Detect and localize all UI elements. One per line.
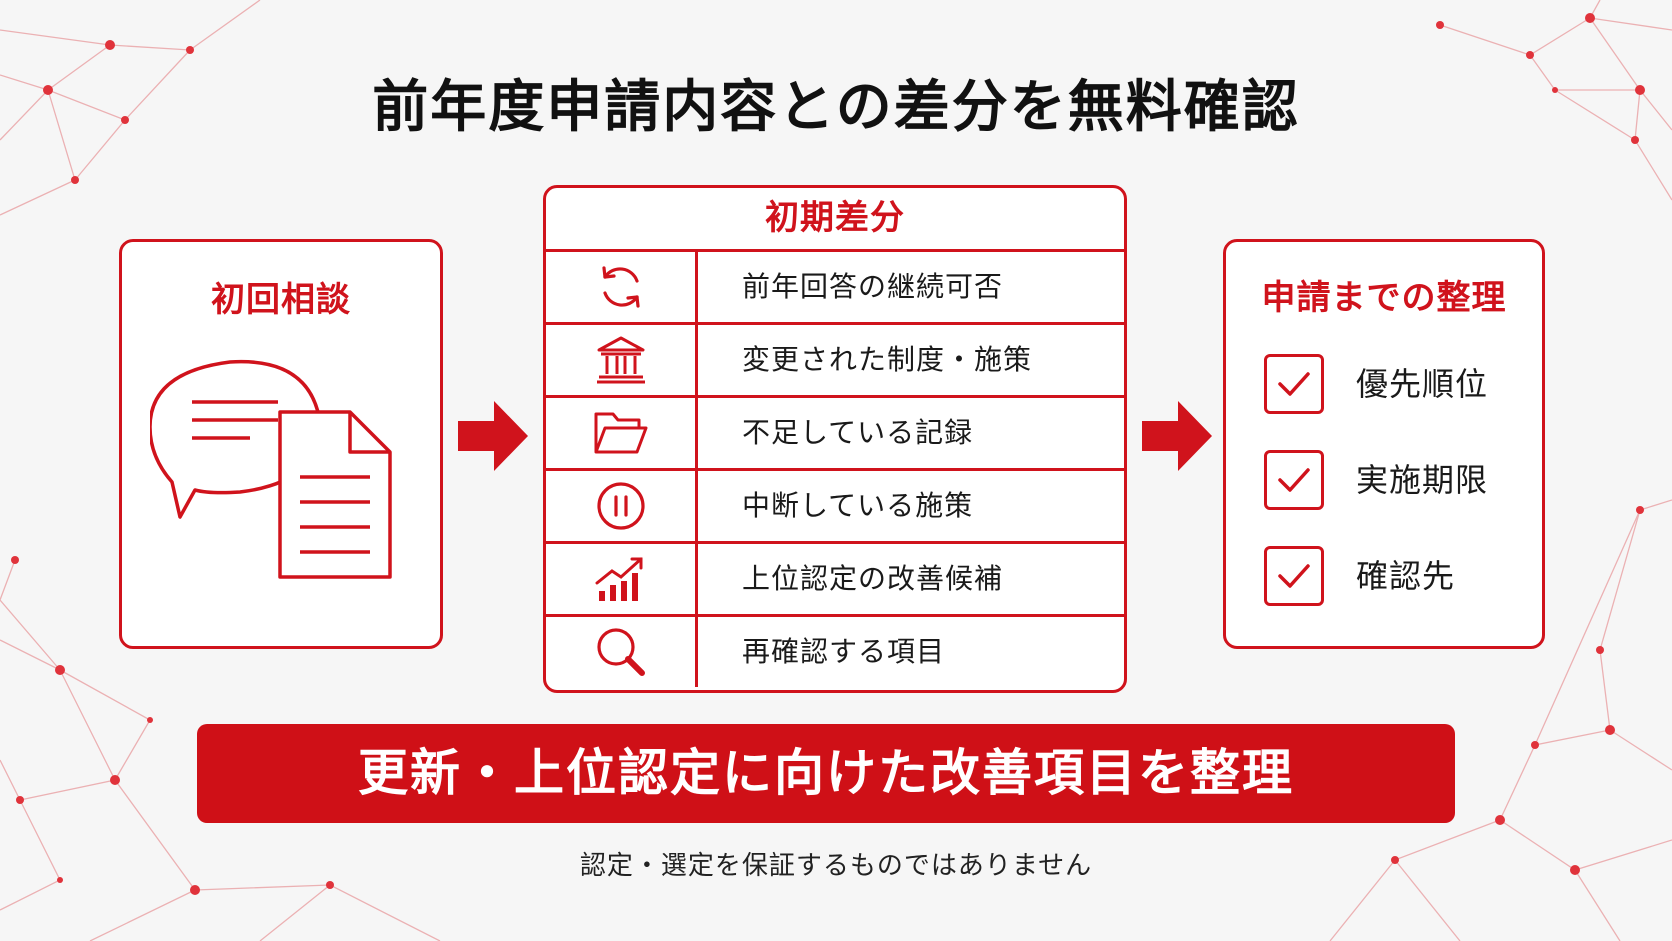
folder-icon [594,412,647,454]
list-item: 上位認定の改善候補 [546,541,1124,614]
page-title: 前年度申請内容との差分を無料確認 [372,75,1300,140]
checkbox-icon [1264,450,1324,510]
checklist-item: 優先順位 [1264,354,1524,420]
disclaimer-text: 認定・選定を保証するものではありません [579,851,1093,881]
checkmark-icon [1278,468,1310,492]
diff-item-label: 上位認定の改善候補 [742,562,1004,595]
checklist-item-label: 優先順位 [1356,365,1489,403]
growth-chart-icon [595,557,642,601]
list-item: 中断している施策 [546,468,1124,541]
document-icon [278,410,392,579]
summary-banner: 更新・上位認定に向けた改善項目を整理 [197,724,1455,823]
checkbox-icon [1264,354,1324,414]
search-icon [596,628,645,676]
initial-consultation-panel: 初回相談 [119,239,443,649]
checklist-item: 実施期限 [1264,450,1524,516]
arrow-right-icon [1142,401,1212,471]
arrow-right-icon [458,401,528,471]
checklist-item-label: 確認先 [1356,557,1456,595]
list-item: 不足している記録 [546,395,1124,468]
pre-application-organization-panel: 申請までの整理 優先順位 実施期限 確認先 [1223,239,1545,649]
checkbox-icon [1264,546,1324,606]
building-icon [596,336,645,384]
diff-item-label: 前年回答の継続可否 [742,270,1004,303]
initial-consultation-title: 初回相談 [211,280,351,320]
checkmark-icon [1278,564,1310,588]
diff-item-label: 変更された制度・施策 [742,343,1033,376]
list-item: 再確認する項目 [546,614,1124,687]
checklist-item-label: 実施期限 [1356,461,1489,499]
diff-item-label: 不足している記録 [742,416,974,449]
consultation-illustration [150,359,392,579]
checklist-item: 確認先 [1264,546,1524,612]
initial-diff-panel: 初期差分 前年回答の継続可否 変更された制度・施策 [543,185,1127,693]
diff-item-list: 前年回答の継続可否 変更された制度・施策 不足して [546,249,1124,687]
speech-bubble-icon [150,359,322,519]
list-item: 変更された制度・施策 [546,322,1124,395]
diff-item-label: 再確認する項目 [742,635,946,668]
diff-item-label: 中断している施策 [742,489,974,522]
initial-diff-title: 初期差分 [765,198,905,238]
pre-application-organization-title: 申請までの整理 [1261,278,1507,318]
checkmark-icon [1278,372,1310,396]
refresh-icon [601,266,640,308]
pause-icon [596,482,645,530]
list-item: 前年回答の継続可否 [546,249,1124,322]
